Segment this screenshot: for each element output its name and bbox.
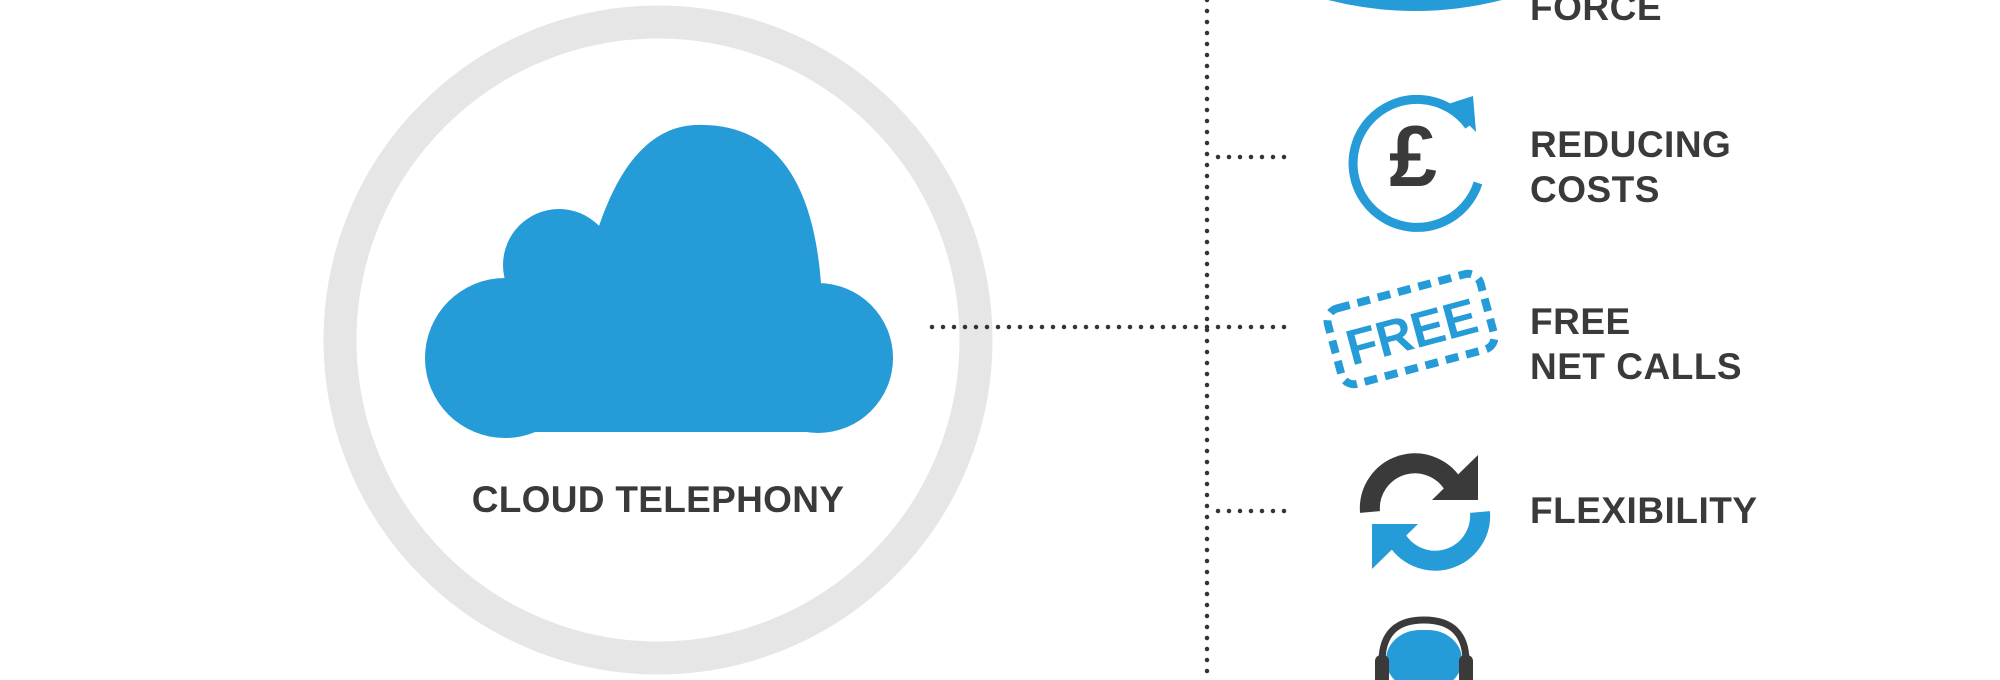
sync-arrows-icon <box>1359 453 1491 571</box>
benefit-line: FORCE <box>1530 0 1662 28</box>
benefit-line: COSTS <box>1530 169 1660 210</box>
benefit-label-reducing-costs: REDUCING COSTS <box>1530 122 1731 212</box>
benefit-line: REDUCING <box>1530 124 1732 165</box>
benefit-line: FREE <box>1530 301 1631 342</box>
pound-symbol: £ <box>1389 109 1437 205</box>
hub-ring <box>323 5 993 675</box>
benefit-line: NET CALLS <box>1530 346 1743 387</box>
benefit-label-flexibility: FLEXIBILITY <box>1530 488 1758 533</box>
partial-blue-icon <box>1328 0 1502 11</box>
benefit-line: FLEXIBILITY <box>1530 490 1758 531</box>
connector-lines <box>929 0 1298 680</box>
pound-refresh-icon: £ <box>1348 94 1483 232</box>
free-stamp-icon: FREE <box>1323 269 1499 389</box>
hub-title: CLOUD TELEPHONY <box>471 479 845 520</box>
benefit-label-free-net-calls: FREE NET CALLS <box>1530 299 1742 389</box>
cloud-icon <box>425 124 893 438</box>
headset-icon <box>1375 616 1473 680</box>
benefit-label-force: FORCE <box>1530 0 1662 30</box>
